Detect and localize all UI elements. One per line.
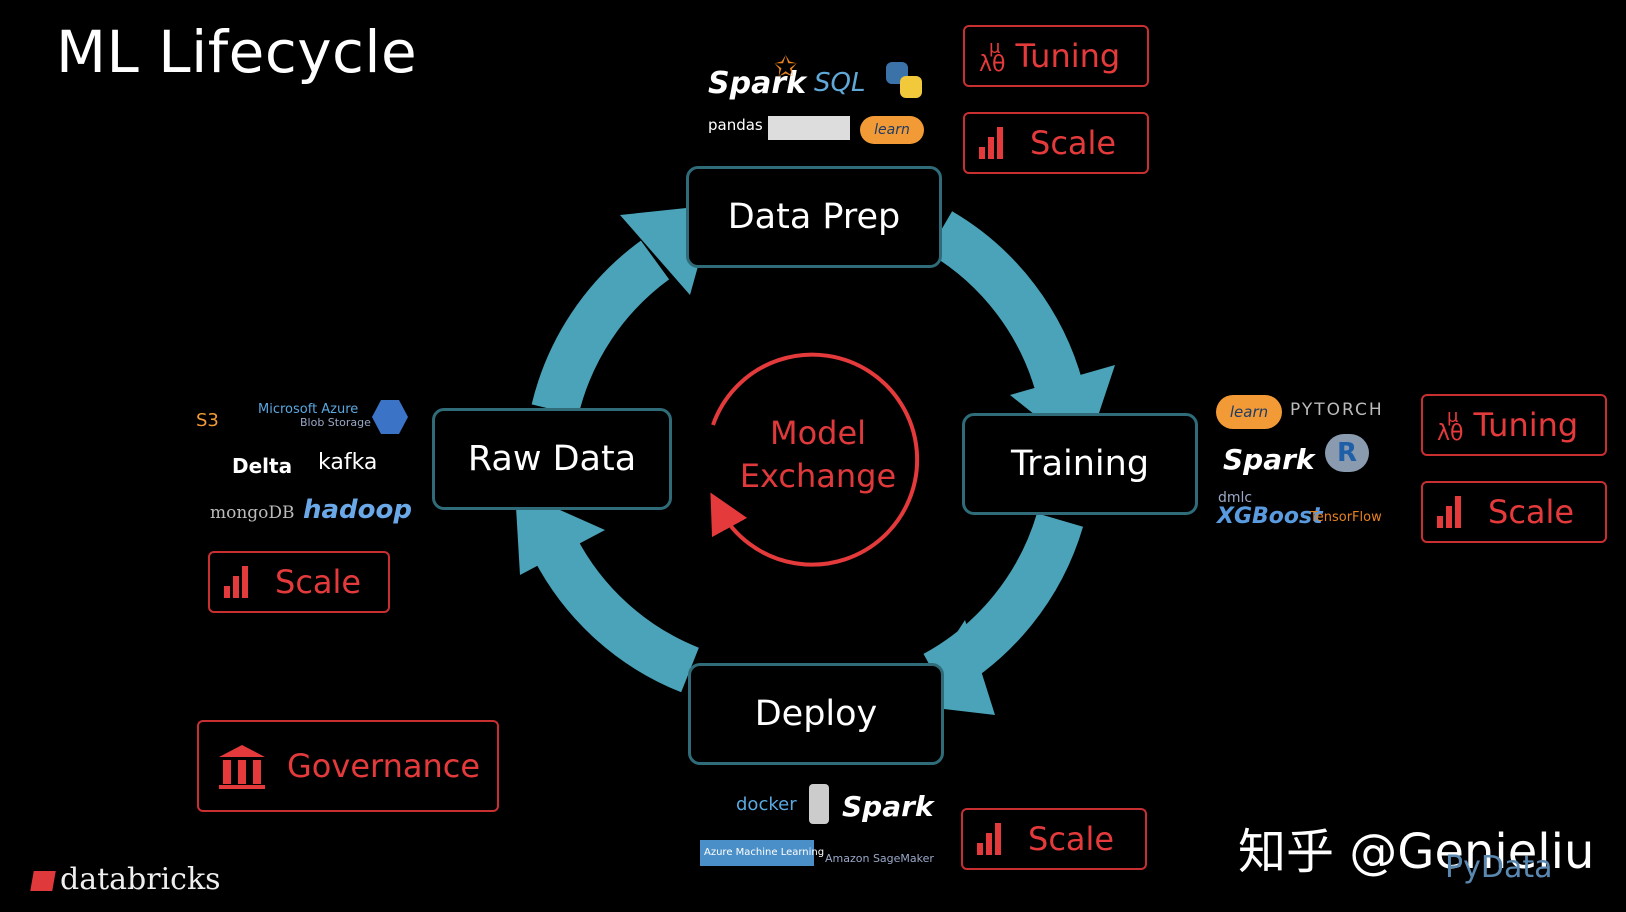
xgboost-logo: XGBoost	[1217, 504, 1323, 529]
stage-deploy: Deploy	[688, 663, 944, 765]
building-icon	[219, 745, 265, 789]
docker-logo: docker	[736, 794, 797, 815]
scale-tag-deploy: Scale	[961, 808, 1147, 870]
s3-logo: S3	[196, 410, 219, 431]
databricks-mark-icon	[30, 871, 56, 891]
watermark-text: 知乎 @Genieliu	[1238, 824, 1595, 880]
kafka-logo: kafka	[318, 450, 378, 475]
arrow-deploy-to-raw	[533, 536, 700, 693]
phone-icon	[809, 784, 829, 824]
tensorflow-logo: TensorFlow	[1310, 510, 1382, 525]
stage-training-label: Training	[1010, 444, 1150, 484]
azure-blob-logo: Microsoft Azure	[258, 402, 359, 417]
governance-tag: Governance	[197, 720, 499, 812]
pytorch-logo: PYTORCH	[1290, 400, 1384, 420]
star-icon: ✩	[774, 50, 798, 83]
scale-tag-training: Scale	[1421, 481, 1607, 543]
stage-raw-data: Raw Data	[432, 408, 672, 510]
stage-training: Training	[962, 413, 1198, 515]
sklearn-logo: learn	[860, 116, 924, 144]
stage-raw-data-label: Raw Data	[467, 439, 637, 479]
bar-chart-icon	[977, 823, 1004, 855]
scale-tag-data-prep: Scale	[963, 112, 1149, 174]
sklearn-logo: learn	[1216, 395, 1282, 429]
delta-logo: Delta	[232, 454, 293, 478]
r-logo: R	[1325, 434, 1369, 472]
scale-tag-raw-data: Scale	[208, 551, 390, 613]
dmlc-label: dmlc	[1218, 490, 1253, 506]
sagemaker-logo: Amazon SageMaker	[825, 852, 934, 865]
spark-logo: Spark	[842, 790, 934, 823]
arrow-prep-to-training	[927, 211, 1084, 397]
stage-data-prep-label: Data Prep	[727, 197, 901, 237]
bar-chart-icon	[979, 127, 1006, 159]
spark-logo: Spark	[708, 66, 807, 101]
databricks-logo: databricks	[30, 862, 221, 897]
python-logo	[886, 62, 922, 98]
sql-logo: SQL	[814, 68, 866, 98]
stage-data-prep: Data Prep	[686, 166, 942, 268]
model-exchange-label: Model Exchange	[739, 414, 897, 495]
slide-title: ML Lifecycle	[56, 18, 418, 86]
visualization-thumbnails	[768, 116, 850, 140]
bar-chart-icon	[224, 566, 251, 598]
arrowhead-raw	[515, 490, 605, 575]
blob-storage-label: Blob Storage	[300, 416, 371, 429]
stage-deploy-label: Deploy	[754, 694, 878, 734]
hadoop-logo: hadoop	[303, 495, 413, 525]
model-exchange-loop	[710, 352, 920, 567]
azure-ml-logo: Azure Machine Learning	[700, 840, 824, 866]
pandas-logo: pandas	[708, 116, 763, 134]
pydata-logo: PyData	[1445, 850, 1553, 885]
mongodb-logo: mongoDB	[210, 503, 295, 523]
spark-logo: Spark	[1223, 443, 1315, 476]
arrow-raw-to-prep	[531, 240, 670, 416]
bar-chart-icon	[1437, 496, 1464, 528]
